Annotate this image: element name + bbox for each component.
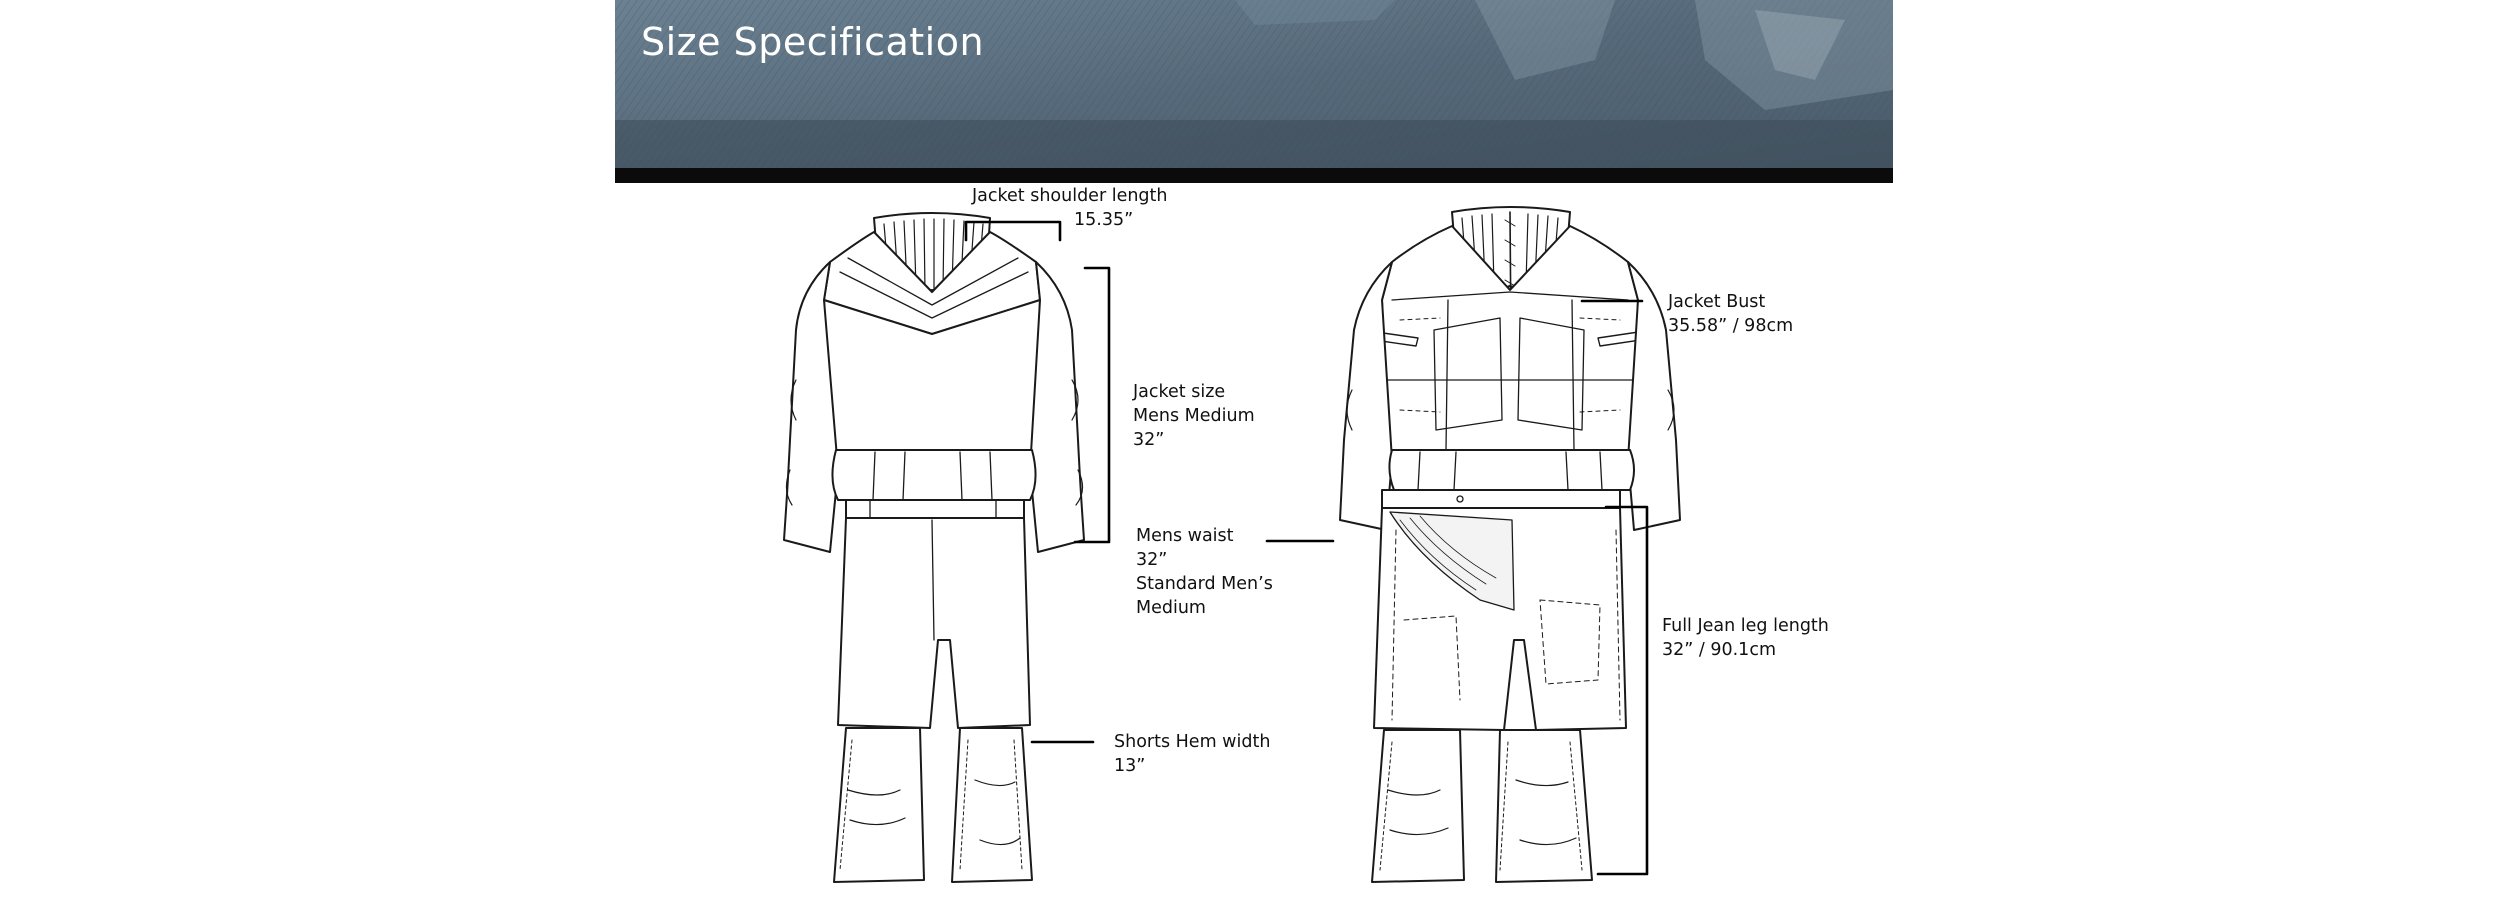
shoulder-length-label: Jacket shoulder length 15.35” <box>972 186 1168 230</box>
header-divider-bar <box>615 168 1893 183</box>
garment-front-view <box>1339 206 1681 883</box>
waist-label: Mens waist 32” Standard Men’s Medium <box>1136 526 1273 618</box>
garment-back-view <box>783 212 1085 883</box>
denim-texture <box>615 0 1893 168</box>
jacket-size-bracket <box>1073 266 1111 544</box>
leg-length-bracket <box>1596 505 1649 876</box>
dimension-lines <box>964 220 1649 876</box>
jacket-size-label: Jacket size Mens Medium 32” <box>1133 382 1255 450</box>
shorts-hem-label: Shorts Hem width 13” <box>1114 732 1271 776</box>
header-banner: Size Specification <box>615 0 1893 168</box>
shoulder-length-bracket <box>964 220 1062 242</box>
leg-length-label: Full Jean leg length 32” / 90.1cm <box>1662 616 1829 660</box>
bust-label: Jacket Bust 35.58” / 98cm <box>1668 292 1794 336</box>
page-title: Size Specification <box>641 20 985 64</box>
